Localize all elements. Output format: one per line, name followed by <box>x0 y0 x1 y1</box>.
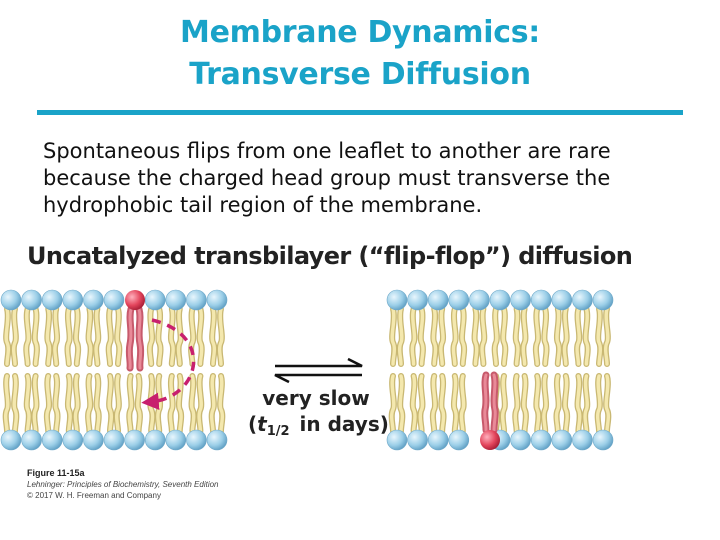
lipid-head <box>530 429 552 451</box>
body-paragraph: Spontaneous flips from one leaflet to an… <box>43 138 683 219</box>
lipid-head <box>144 429 166 451</box>
equilibrium-arrows-icon <box>274 357 363 384</box>
rate-label: very slow <box>262 386 369 410</box>
lipid-head <box>469 289 490 311</box>
lipid-head <box>427 429 449 451</box>
figure-caption: Figure 11-15a Lehninger: Principles of B… <box>27 467 287 501</box>
flip-flop-diagram: very slow (t1/2 in days) <box>0 289 614 451</box>
slide-title: Membrane Dynamics: Transverse Diffusion <box>90 12 630 96</box>
caption-copyright: © 2017 W. H. Freeman and Company <box>27 491 161 500</box>
lipid-head <box>83 289 104 311</box>
lipid-head <box>448 289 470 311</box>
lipid-head <box>62 429 84 451</box>
title-line-1: Membrane Dynamics: <box>180 15 540 50</box>
lipid-head <box>386 429 408 451</box>
lipid-head <box>62 289 84 311</box>
lipid-head <box>21 429 42 451</box>
lipid-head <box>448 429 470 451</box>
lipid-head <box>41 289 63 311</box>
body-line-2: because the charged head group must tran… <box>43 166 611 190</box>
flipping-lipid-after <box>480 371 500 450</box>
lipid-head <box>551 289 573 311</box>
lipid-head <box>21 289 42 311</box>
caption-label: Figure 11-15a <box>27 468 85 478</box>
body-line-1: Spontaneous flips from one leaflet to an… <box>43 139 611 163</box>
left-bilayer <box>0 289 228 451</box>
lipid-head <box>572 429 593 451</box>
lipid-head <box>510 429 531 451</box>
lipid-head <box>186 289 207 311</box>
lipid-head <box>530 289 552 311</box>
lipid-head <box>551 429 573 451</box>
lipid-head <box>592 429 614 451</box>
figure-heading: Uncatalyzed transbilayer (“flip-flop”) d… <box>27 242 633 270</box>
half-life-symbol: t <box>257 412 268 436</box>
title-line-2: Transverse Diffusion <box>189 57 531 92</box>
right-bilayer <box>386 289 614 451</box>
lipid-head <box>407 429 428 451</box>
lipid-head <box>206 429 228 451</box>
lipid-head <box>386 289 408 311</box>
lipid-head <box>592 289 614 311</box>
lipid-head <box>427 289 449 311</box>
lipid-head <box>103 429 125 451</box>
flipping-lipid-before <box>125 290 145 372</box>
lipid-head <box>407 289 428 311</box>
lipid-head <box>510 289 531 311</box>
lipid-head <box>165 289 187 311</box>
lipid-head <box>124 429 145 451</box>
half-life-rest: in days) <box>300 412 389 436</box>
caption-source: Lehninger: Principles of Biochemistry, S… <box>27 480 219 489</box>
lipid-head <box>41 429 63 451</box>
curved-flip-arrow-icon <box>141 318 196 411</box>
half-life-subscript: 1/2 <box>267 424 290 439</box>
body-line-3: hydrophobic tail region of the membrane. <box>43 193 483 217</box>
lipid-head <box>144 289 166 311</box>
half-life-open-paren: ( <box>248 412 257 436</box>
lipid-head <box>206 289 228 311</box>
half-life-label: (t1/2 in days) <box>248 412 389 439</box>
lipid-head <box>489 289 511 311</box>
lipid-head <box>0 289 22 311</box>
lipid-head <box>165 429 187 451</box>
lipid-head <box>572 289 593 311</box>
lipid-head <box>103 289 125 311</box>
lipid-head <box>83 429 104 451</box>
lipid-head <box>186 429 207 451</box>
lipid-head <box>0 429 22 451</box>
title-divider <box>37 110 683 115</box>
